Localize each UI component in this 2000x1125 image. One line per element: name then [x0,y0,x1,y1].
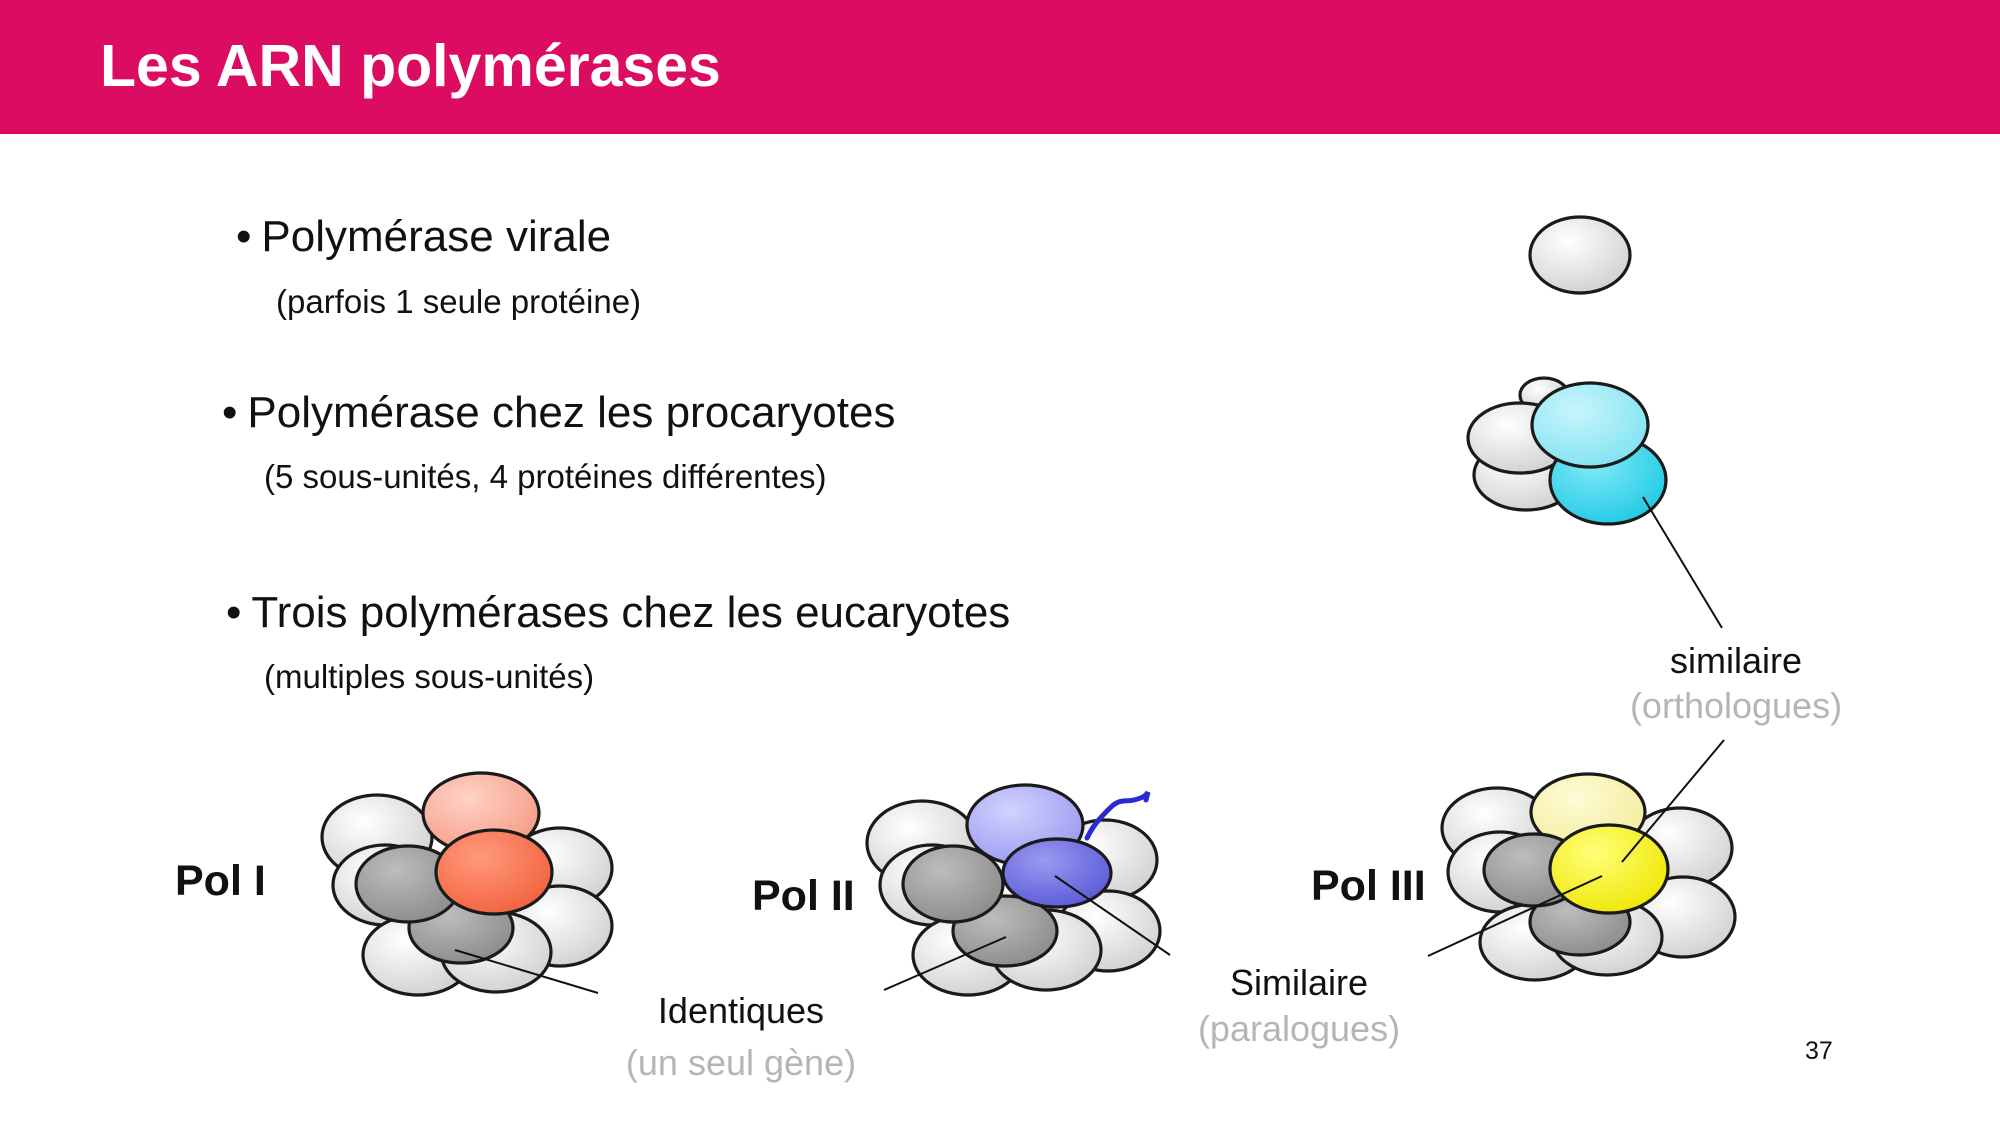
slide-title: Les ARN polymérases [100,33,721,99]
pol-2-label: Pol II [752,872,855,920]
leader-line [1642,496,1723,629]
subunit-blue [1001,837,1113,909]
annotation-similaire-paralog: Similaire [1229,962,1369,1003]
viral-polymerase [1528,215,1632,295]
subunit-dark-gray [1482,832,1586,908]
subunit-gray [1518,376,1570,414]
annotation-identiques: Identiques [657,990,825,1031]
subunit-orange [434,828,554,916]
subunit-gray [865,799,979,887]
bullet-prokaryote: •Polymérase chez les procaryotes [222,388,895,438]
subunit-gray [989,908,1103,992]
bullet-marker: • [222,388,238,437]
bullet-viral: •Polymérase virale [236,212,611,262]
subunit-gray [1629,875,1737,959]
subunit-gray [1440,786,1554,870]
subunit-pale-yellow [1529,772,1647,852]
subunit-gray [361,913,475,997]
subunit-gray [1528,215,1632,295]
pol-1-label: Pol I [175,857,266,905]
subunit-gray [506,884,614,968]
subunit-gray [878,843,986,927]
subunit-cyan [1548,434,1668,526]
subunit-gray [1466,401,1574,475]
subunit-cyan-light [1530,381,1650,469]
subunit-gray [331,843,439,927]
subunit-dark-gray [1528,887,1632,957]
subunit-gray [911,913,1025,997]
pol-2-complex [865,783,1171,997]
subunit-yellow [1548,823,1670,915]
subunit-dark-gray [407,891,515,965]
leader-line [1054,875,1171,956]
page-number: 37 [1805,1037,1833,1065]
subunit-gray [320,793,434,881]
subunit-gray [1626,806,1734,890]
subunit-gray [1446,830,1554,914]
subunit-lavender [965,783,1085,867]
subunit-gray [439,910,553,994]
annotation-paralogues: (paralogues) [1197,1008,1401,1049]
bullet-text: Polymérase chez les procaryotes [247,388,896,437]
dna-strand [1084,790,1151,841]
leader-line [454,949,599,994]
subunit-gray [1054,889,1162,973]
bullet-marker: • [226,588,242,637]
annotation-un-seul-gene: (un seul gène) [625,1042,857,1083]
annotation-orthologues: (orthologues) [1629,685,1843,726]
subunit-gray [1051,818,1159,902]
bullet-eukaryote: •Trois polymérases chez les eucaryotes [226,588,1010,638]
subunit-gray [506,826,614,910]
subunit-salmon [421,771,541,855]
leader-line [1427,875,1603,957]
pol-3-complex [1427,739,1737,982]
subunit-dark-gray [354,844,462,924]
leader-line [1621,739,1725,863]
subunit-dark-gray [951,894,1059,968]
leader-line [883,936,1007,991]
subunit-gray [1478,902,1592,982]
pol-1-complex [320,771,614,997]
subunit-dark-gray [901,844,1005,924]
bullet-viral-sub: (parfois 1 seule protéine) [276,283,642,320]
bullet-text: Polymérase virale [261,212,612,261]
bullet-prokaryote-sub: (5 sous-unités, 4 protéines différentes) [264,458,827,495]
bullet-eukaryote-sub: (multiples sous-unités) [264,658,595,695]
subunit-gray [1550,897,1664,977]
bullet-marker: • [236,212,252,261]
pol-3-label: Pol III [1311,862,1426,910]
bullet-text: Trois polymérases chez les eucaryotes [251,588,1011,637]
subunit-gray [1472,438,1580,512]
prokaryote-polymerase [1466,376,1723,629]
annotation-similaire: similaire [1669,640,1803,681]
title-bar: Les ARN polymérases [0,0,2000,134]
